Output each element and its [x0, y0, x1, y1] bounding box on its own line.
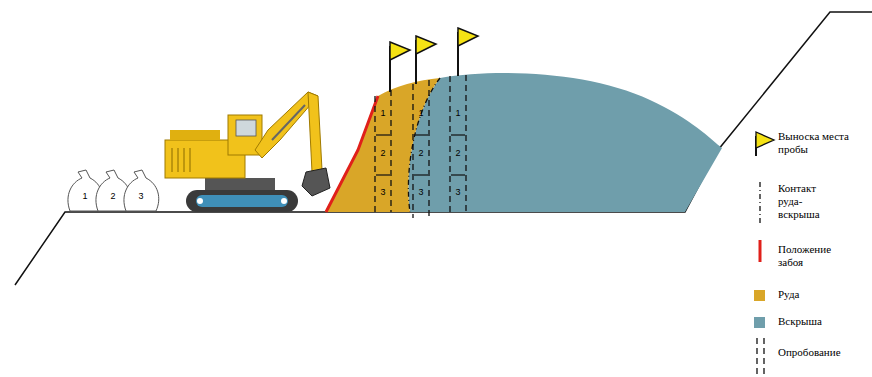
sample-number: 3 [418, 187, 423, 197]
legend-text: Контакт руда-вскрыша [778, 182, 830, 221]
sample-interval-ticks [376, 135, 465, 175]
sample-number: 1 [380, 108, 385, 118]
legend-text: Положение забоя [778, 243, 838, 269]
sample-number: 1 [418, 108, 423, 118]
legend-text: Опробование [778, 346, 863, 359]
bag-number: 3 [138, 191, 143, 201]
ore-area [325, 78, 440, 212]
sample-bags [68, 170, 159, 211]
legend-swatch [754, 317, 765, 328]
face-line [326, 96, 378, 212]
sample-number: 2 [380, 148, 385, 158]
sample-number: 3 [455, 187, 460, 197]
legend-text: Руда [778, 288, 858, 301]
legend-text: Вскрыша [778, 315, 858, 328]
bag-number: 2 [110, 191, 115, 201]
bag-number: 1 [82, 191, 87, 201]
overburden-area [408, 73, 722, 212]
ground-profile [15, 12, 872, 285]
legend-swatch [754, 290, 765, 301]
sample-number: 2 [418, 148, 423, 158]
sample-number: 1 [455, 108, 460, 118]
sample-number: 2 [455, 148, 460, 158]
excavator [165, 92, 330, 212]
sample-flags [390, 28, 478, 92]
legend-symbols [756, 132, 774, 377]
sample-number: 3 [380, 187, 385, 197]
sampling-columns [375, 75, 466, 218]
legend-text: Выноска места пробы [778, 130, 870, 156]
